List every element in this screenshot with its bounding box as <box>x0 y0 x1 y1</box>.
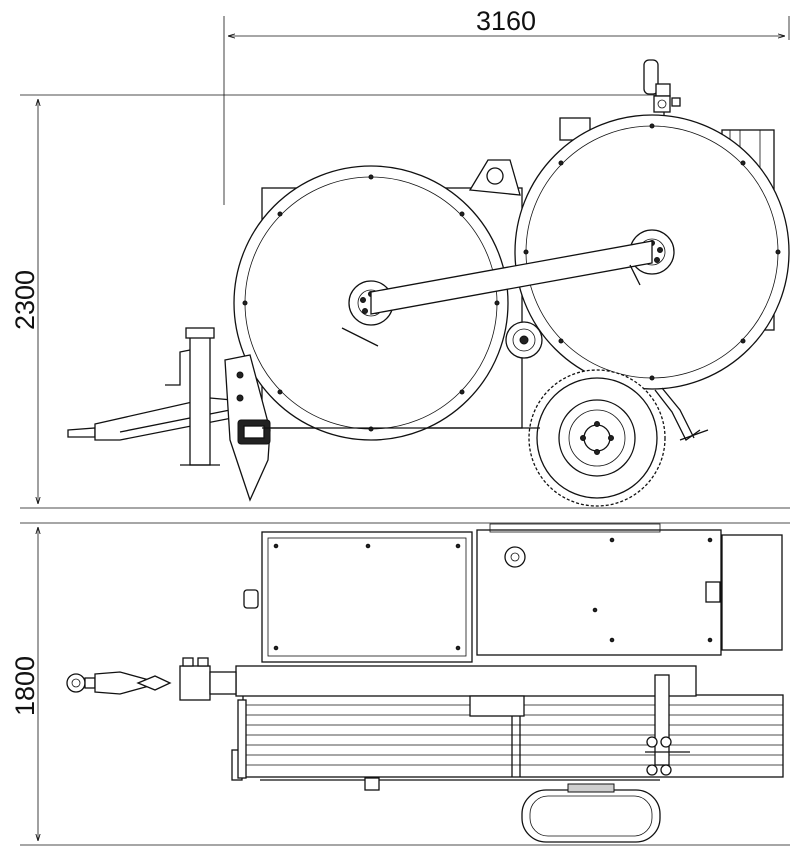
side-wheel <box>528 369 666 507</box>
tow-bar-top <box>66 657 237 701</box>
guide-arm <box>645 674 690 776</box>
top-view <box>66 523 784 843</box>
dimension-length: 3160 <box>223 6 790 205</box>
ground-anchor <box>224 354 271 502</box>
dimension-length-label: 3160 <box>476 6 536 36</box>
top-wheel <box>521 783 661 843</box>
rear-stand <box>654 387 709 441</box>
control-box-left <box>261 531 473 663</box>
tension-pulley <box>505 321 543 359</box>
dimension-width: 1800 <box>10 522 790 846</box>
engine-box <box>476 523 722 656</box>
cabinet-right <box>721 534 783 651</box>
sensor-post <box>643 59 681 135</box>
drum-arm <box>370 240 653 315</box>
dimension-width-label: 1800 <box>10 656 40 716</box>
reel-end-left <box>237 589 259 779</box>
side-view <box>67 59 790 507</box>
dimension-height: 2300 <box>10 94 790 509</box>
front-jack <box>165 327 220 466</box>
dimension-height-label: 2300 <box>10 270 40 330</box>
